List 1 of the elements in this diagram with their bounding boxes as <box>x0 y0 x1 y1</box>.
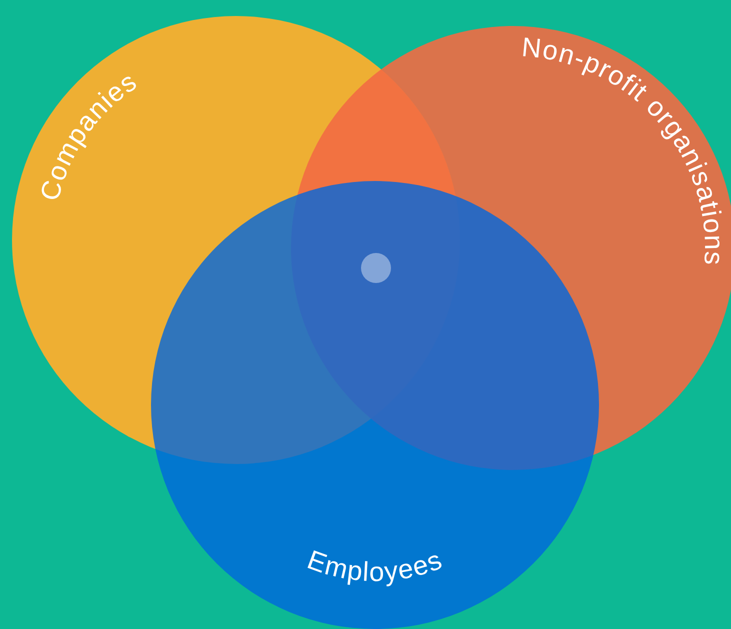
set-label: Employees <box>303 544 447 588</box>
